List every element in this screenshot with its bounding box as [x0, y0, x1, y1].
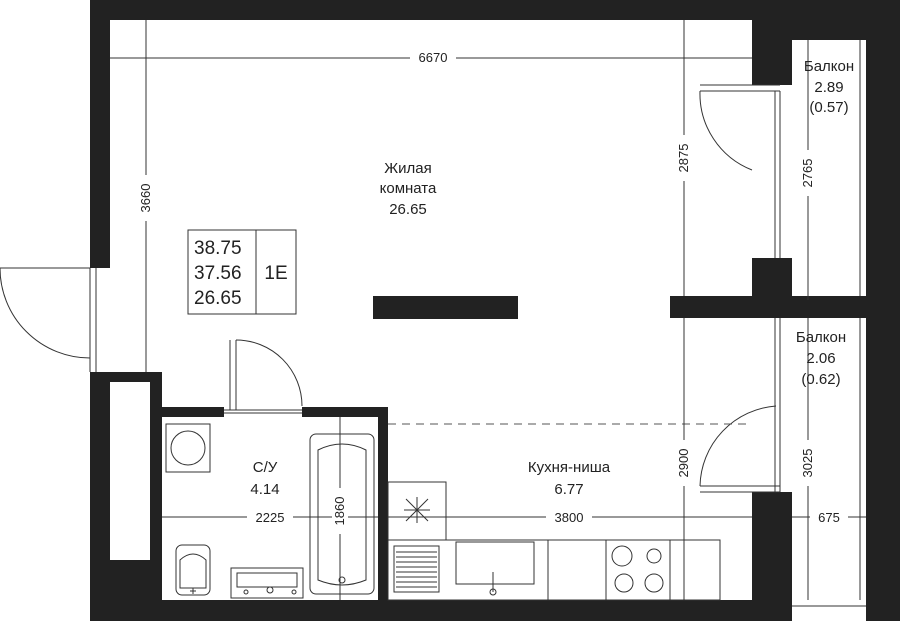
wall-right-top-cap: [792, 0, 900, 40]
wall-top: [90, 0, 900, 20]
wall-right-top: [752, 0, 792, 85]
walls: [90, 0, 900, 621]
toilet: [175, 544, 211, 596]
dim-bathroom-width: 2225: [256, 510, 285, 525]
wall-bathroom-top: [162, 407, 224, 417]
burner-icon: [611, 545, 633, 567]
living-room-area: 26.65: [389, 201, 427, 218]
kitchen-area: 6.77: [554, 481, 583, 498]
wall-left-upper: [90, 0, 110, 268]
closet-niche: [110, 382, 150, 560]
total-area: 38.75: [194, 238, 242, 259]
balcony-top-name: Балкон: [804, 58, 854, 75]
balcony-bottom-gap: [792, 600, 866, 621]
column-center: [373, 296, 518, 319]
stove: [605, 539, 671, 601]
dishwasher: [393, 545, 440, 593]
washing-machine: [165, 423, 211, 473]
dim-bathtub-length: 1860: [332, 497, 347, 526]
balcony-top-reduced: (0.57): [809, 99, 848, 116]
balcony-top-area: 2.89: [814, 79, 843, 96]
dim-right-upper: 2875: [676, 144, 691, 173]
wall-right-bottom: [752, 492, 792, 600]
dim-balcony-top-length: 2765: [800, 159, 815, 188]
wall-balcony-separator: [670, 296, 900, 318]
balcony-bottom-name: Балкон: [796, 329, 846, 346]
openings: [0, 40, 861, 600]
living-area-summary: 26.65: [194, 288, 242, 309]
wall-bathroom-right: [378, 407, 388, 600]
balcony-bottom-reduced: (0.62): [801, 371, 840, 388]
living-room-name-line1: Жилая: [384, 160, 431, 177]
balcony-bottom-area: 2.06: [806, 350, 835, 367]
summary-box: 38.75 37.56 26.65 1E: [187, 229, 297, 315]
dim-balcony-bottom-length: 3025: [800, 449, 815, 478]
dim-balcony-depth: 675: [818, 510, 840, 525]
dim-living-width: 6670: [419, 50, 448, 65]
fixtures: [165, 423, 721, 601]
wall-balcony-outer: [866, 40, 900, 621]
dim-living-height: 3660: [138, 184, 153, 213]
kitchen-name: Кухня-ниша: [528, 459, 611, 476]
area-no-balcony: 37.56: [194, 263, 242, 284]
dim-right-lower: 2900: [676, 449, 691, 478]
living-room-name-line2: комната: [380, 180, 437, 197]
wall-bottom: [90, 600, 792, 621]
kitchen-sink: [455, 541, 535, 585]
bathroom-name: С/У: [253, 459, 278, 476]
apartment-type: 1E: [264, 263, 287, 284]
bathroom-area: 4.14: [250, 481, 279, 498]
dim-kitchen-width: 3800: [555, 510, 584, 525]
wall-bathroom-top-right: [302, 407, 388, 417]
